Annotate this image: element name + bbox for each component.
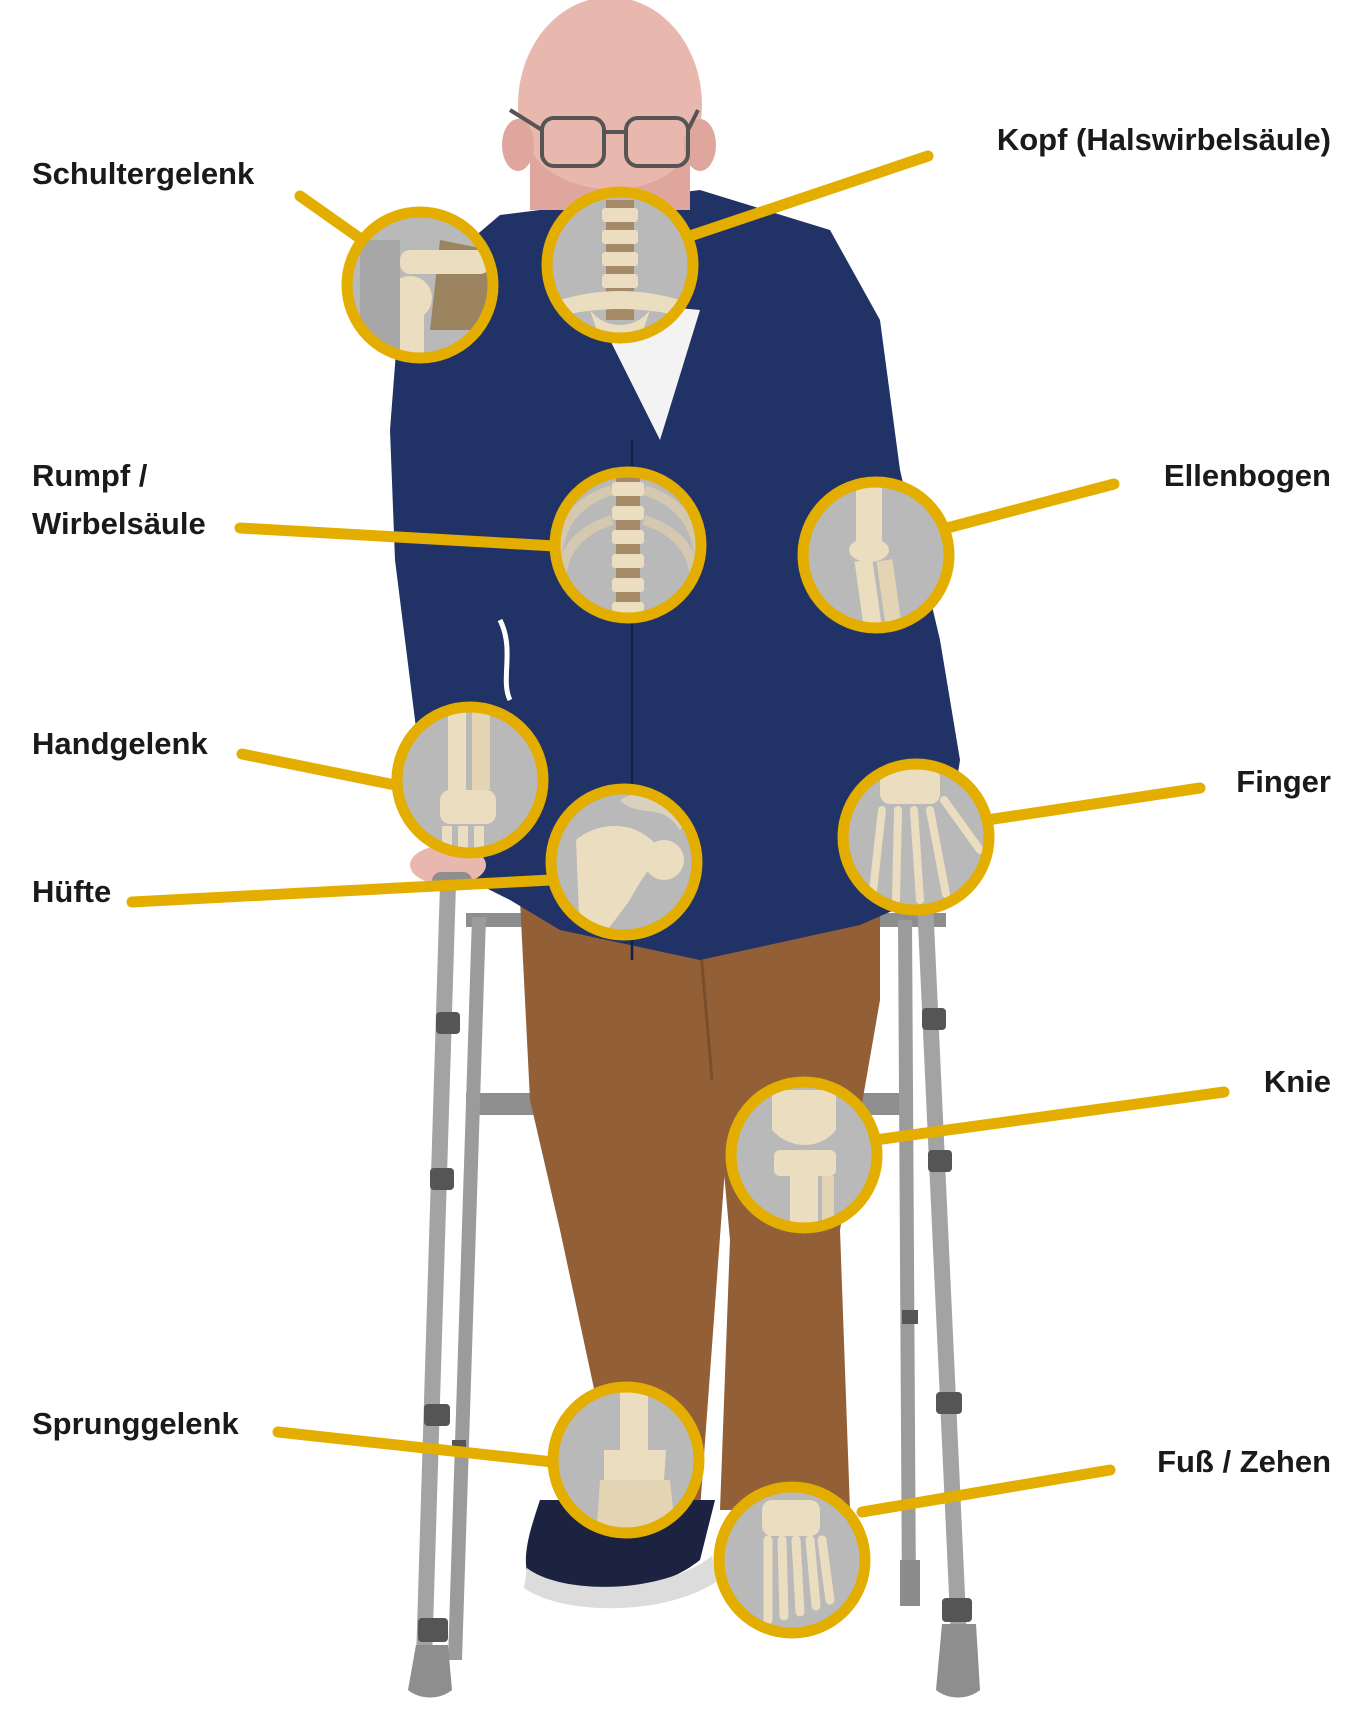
hip-joint-circle (551, 789, 700, 940)
label-rumpf: Rumpf / Wirbelsäule (32, 452, 206, 548)
foot-joint-circle (719, 1487, 865, 1633)
label-huefte: Hüfte (32, 868, 111, 916)
label-rumpf-line1: Rumpf / (32, 452, 206, 500)
label-ellenbogen: Ellenbogen (1164, 452, 1331, 500)
ankle-joint-circle (553, 1387, 699, 1540)
label-kopf: Kopf (Halswirbelsäule) (997, 116, 1331, 164)
finger-joint-circle (843, 764, 989, 910)
label-handgelenk: Handgelenk (32, 720, 208, 768)
label-knie: Knie (1264, 1058, 1331, 1106)
neck-joint-circle (547, 192, 693, 340)
knee-joint-circle (731, 1082, 877, 1236)
label-fuss-zehen: Fuß / Zehen (1157, 1438, 1331, 1486)
label-finger: Finger (1236, 758, 1331, 806)
label-sprunggelenk: Sprunggelenk (32, 1400, 239, 1448)
spine-joint-circle (555, 472, 701, 625)
label-rumpf-line2: Wirbelsäule (32, 500, 206, 548)
label-schultergelenk: Schultergelenk (32, 150, 254, 198)
